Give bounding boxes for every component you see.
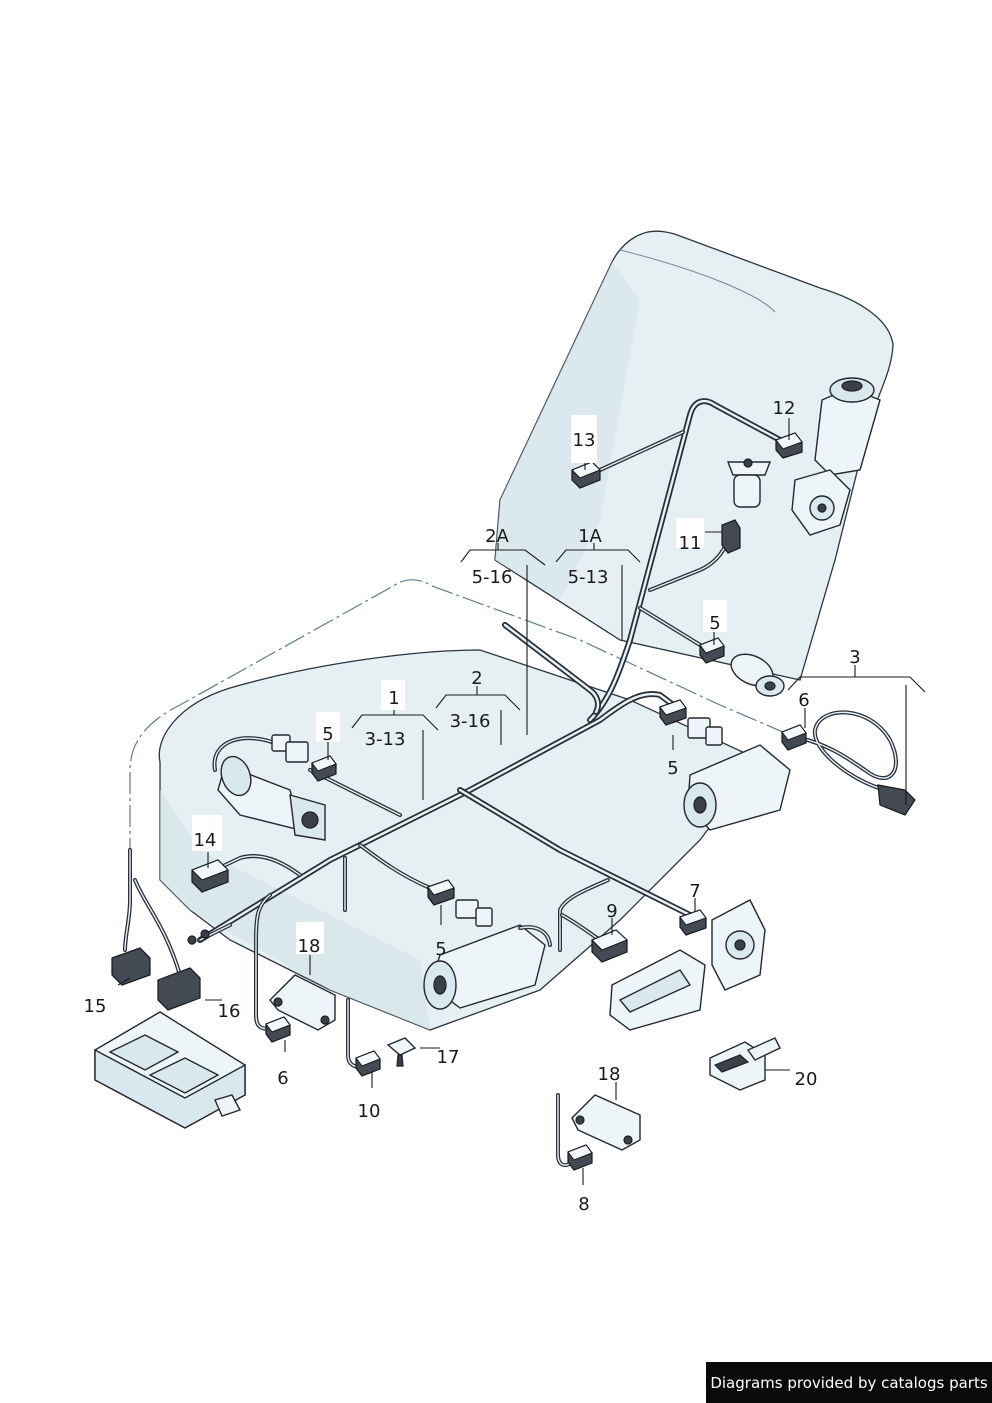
label-1: 1	[388, 688, 399, 709]
label-2A: 2A	[485, 526, 509, 547]
label-18-lower: 18	[598, 1064, 621, 1085]
leader-lines	[117, 418, 806, 1185]
credit-footer: Diagrams provided by catalogs parts	[706, 1362, 992, 1403]
label-12: 12	[773, 398, 796, 419]
cushion-motor-right	[683, 717, 791, 831]
main-harness	[123, 398, 783, 1168]
cable-loop-3	[798, 710, 898, 792]
control-unit	[94, 1011, 246, 1129]
label-14: 14	[194, 830, 217, 851]
label-6-lower: 6	[277, 1068, 288, 1089]
label-3: 3	[849, 647, 860, 668]
part-labels: 13 12 11 2A 5-16 1A 5-13 5 3 6 2 3-16 1 …	[84, 398, 861, 1215]
label-7: 7	[689, 881, 700, 902]
label-2A-range: 5-16	[472, 567, 513, 588]
seat-bracket-upper	[269, 974, 336, 1031]
label-5-right-upper: 5	[709, 613, 720, 634]
label-15: 15	[84, 996, 107, 1017]
cushion-frame-outline	[129, 579, 791, 860]
label-2-range: 3-16	[450, 711, 491, 732]
label-17: 17	[437, 1047, 460, 1068]
connectors	[111, 432, 916, 1171]
label-16: 16	[218, 1001, 241, 1022]
label-20: 20	[795, 1069, 818, 1090]
label-1A-range: 5-13	[568, 567, 609, 588]
seat-backrest	[494, 230, 894, 681]
label-10: 10	[358, 1101, 381, 1122]
label-1A: 1A	[578, 526, 602, 547]
clip-17	[386, 1037, 417, 1067]
label-13: 13	[573, 430, 596, 451]
backrest-motor	[791, 377, 881, 536]
label-11: 11	[679, 533, 702, 554]
valve-actuator	[726, 458, 772, 508]
label-18-upper: 18	[298, 936, 321, 957]
label-1-range: 3-13	[365, 729, 406, 750]
small-actuator	[730, 653, 785, 697]
label-9: 9	[606, 901, 617, 922]
switch-module	[609, 899, 766, 1031]
label-6-right: 6	[798, 690, 809, 711]
label-5-right-mid: 5	[667, 758, 678, 779]
seat-bracket-lower	[571, 1094, 641, 1151]
label-5-lower-mid: 5	[435, 939, 446, 960]
holder-20	[709, 1037, 781, 1091]
label-8: 8	[578, 1194, 589, 1215]
cushion-motor-lower	[423, 899, 552, 1010]
label-2: 2	[471, 668, 482, 689]
cushion-motor-left	[212, 734, 326, 841]
label-5-left-upper: 5	[322, 724, 333, 745]
